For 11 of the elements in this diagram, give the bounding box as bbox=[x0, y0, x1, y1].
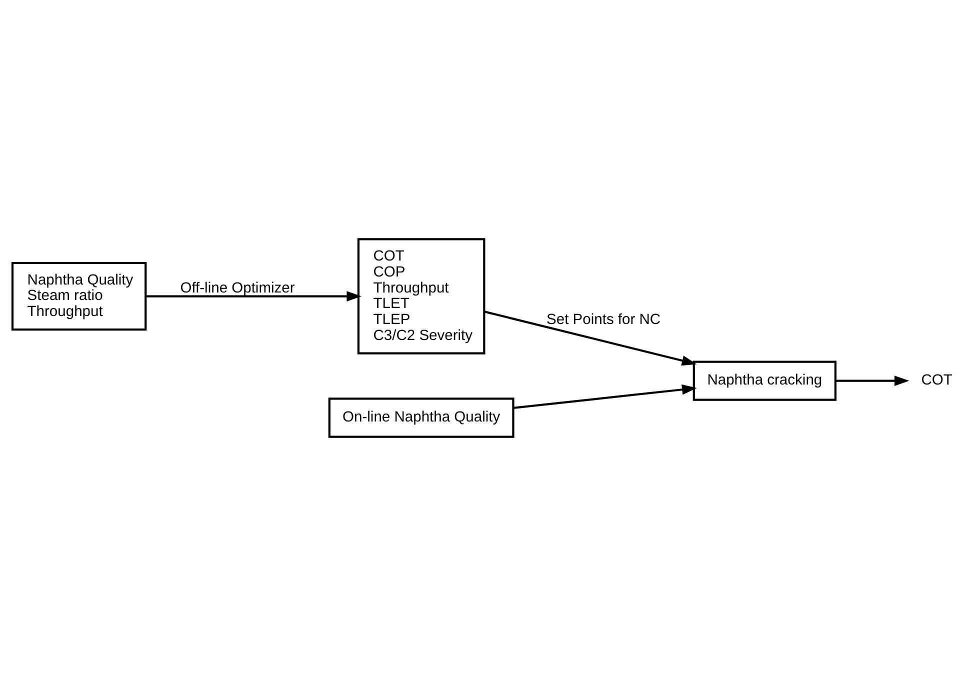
arrow bbox=[836, 375, 910, 386]
node-text: COT bbox=[921, 372, 952, 388]
edge-label: Off-line Optimizer bbox=[180, 280, 295, 296]
arrow bbox=[513, 384, 697, 408]
edge-label: Set Points for NC bbox=[546, 311, 661, 328]
node-box: COT COP Throughput TLET TLEP C3/C2 Severity bbox=[357, 238, 486, 354]
arrow bbox=[146, 290, 362, 301]
node-box: Naphtha Quality Steam ratio Throughput bbox=[11, 261, 147, 330]
node-box: On-line Naphtha Quality bbox=[328, 397, 514, 438]
node-box: Naphtha cracking bbox=[692, 360, 836, 400]
arrow bbox=[484, 310, 697, 366]
